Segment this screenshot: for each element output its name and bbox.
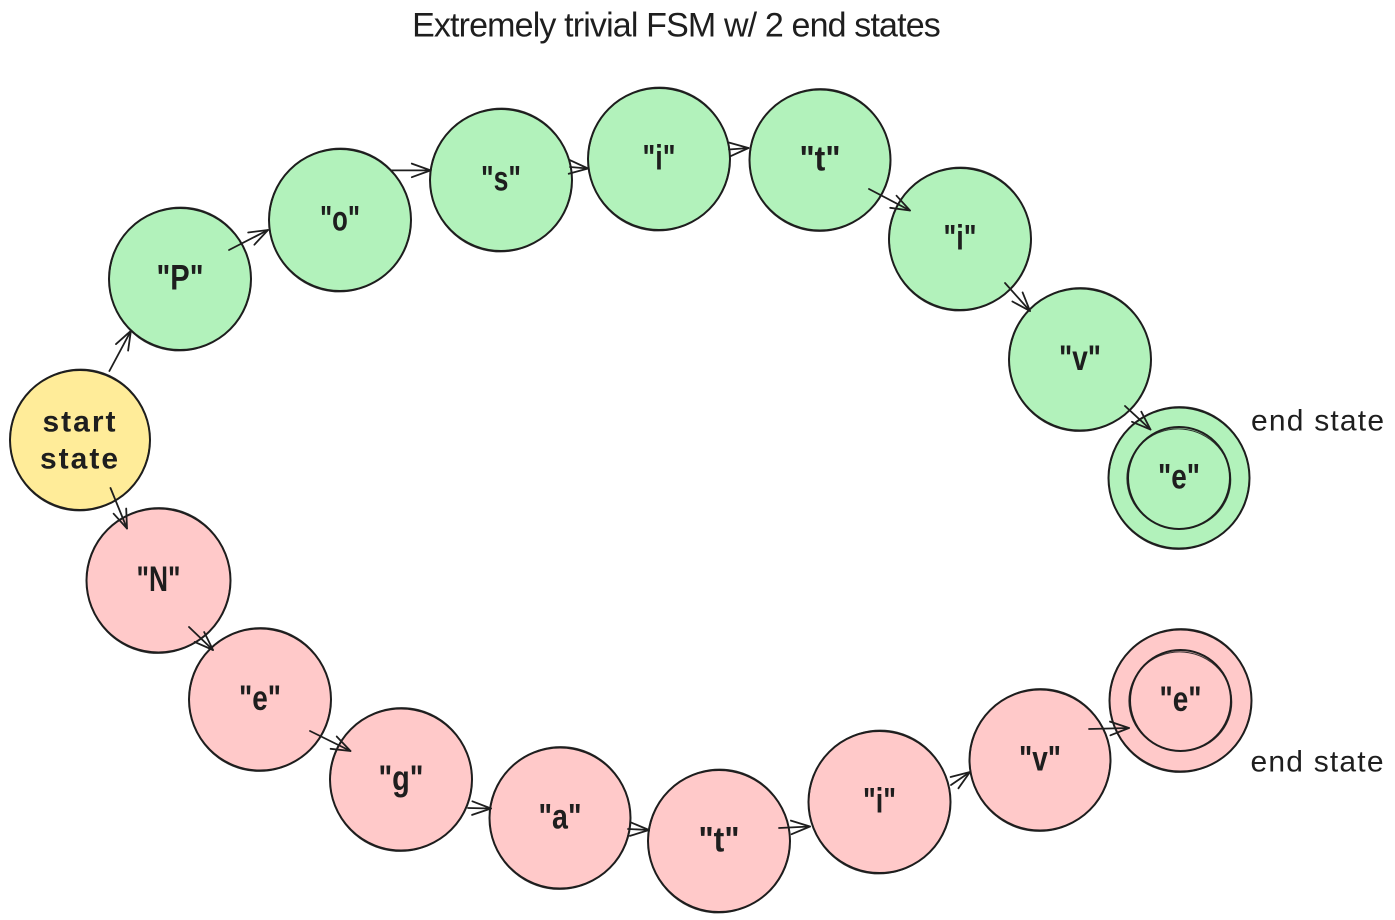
svg-text:"t": "t" [699,821,740,860]
svg-text:Extremely trivial FSM w/ 2 end: Extremely trivial FSM w/ 2 end states [412,7,940,45]
svg-text:"e": "e" [1158,458,1200,497]
svg-text:end state: end state [1251,746,1385,779]
svg-text:"P": "P" [157,259,204,298]
svg-text:"N": "N" [137,560,181,599]
svg-text:"s": "s" [481,160,521,199]
svg-text:state: state [40,443,120,476]
svg-text:"t": "t" [800,140,841,179]
svg-text:start: start [42,406,117,439]
svg-text:"i": "i" [643,139,676,178]
svg-text:"i": "i" [944,219,977,258]
svg-text:"a": "a" [539,798,582,837]
svg-text:"g": "g" [379,759,424,798]
svg-text:"v": "v" [1059,339,1101,378]
svg-text:"o": "o" [320,200,360,239]
svg-text:"e": "e" [1160,680,1202,719]
svg-text:end state: end state [1251,405,1385,438]
svg-text:"i": "i" [863,782,896,821]
svg-text:"e": "e" [239,679,281,718]
svg-text:"v": "v" [1019,740,1061,779]
